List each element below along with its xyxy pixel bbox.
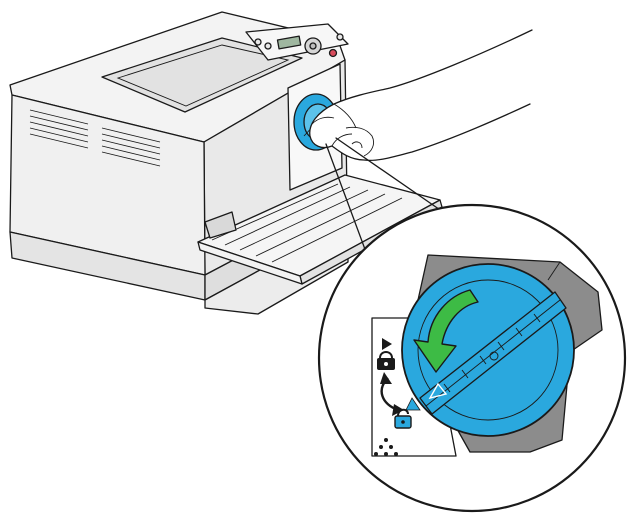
lock-closed-icon [377, 338, 395, 370]
stop-button [328, 48, 338, 58]
cartridge-triangle-mark [428, 382, 448, 400]
panel-button [254, 38, 262, 46]
control-panel [245, 23, 349, 61]
lock-open-icon [394, 397, 421, 429]
power-button [336, 33, 344, 41]
panel-button [264, 42, 272, 50]
magnified-detail [317, 203, 627, 513]
hand [309, 29, 533, 162]
lcd-display [276, 35, 302, 50]
side-vents [29, 109, 161, 167]
rotate-arrow-icon [413, 289, 479, 373]
toner-dots-icon [374, 438, 398, 456]
lock-toggle-double-arrow-icon [380, 372, 404, 416]
